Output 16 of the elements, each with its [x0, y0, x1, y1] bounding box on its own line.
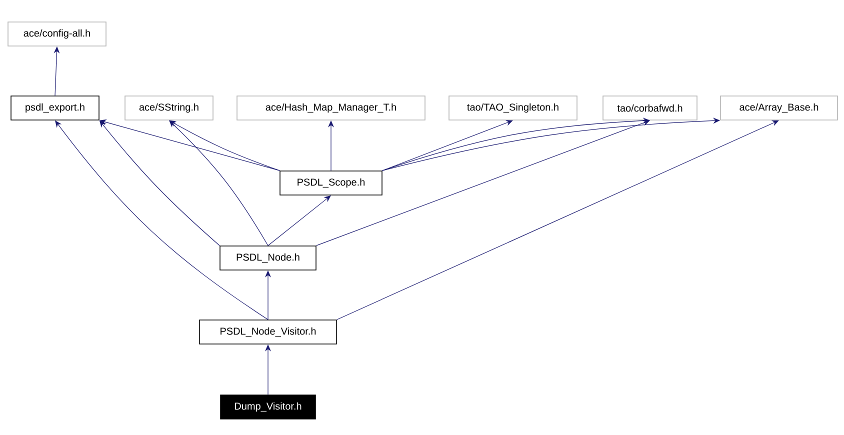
file-box: ace/config-all.h [8, 22, 106, 46]
arrow [382, 118, 650, 171]
file-box: tao/corbafwd.h [602, 96, 698, 120]
arrow [316, 120, 650, 246]
file-box: PSDL_Node.h [220, 246, 316, 270]
file-box: Dump_Visitor.h [220, 394, 316, 420]
arrow [336, 120, 779, 320]
file-box: psdl_export.h [10, 96, 100, 120]
arrow [169, 120, 280, 171]
file-box: PSDL_Scope.h [280, 170, 382, 196]
file-box: PSDL_Node_Visitor.h [199, 320, 337, 344]
arrow [382, 120, 513, 171]
file-box: ace/SString.h [124, 96, 214, 120]
file-box: tao/TAO_Singleton.h [448, 96, 578, 120]
file-box: ace/Hash_Map_Manager_T.h [236, 96, 426, 120]
file-box: ace/Array_Base.h [720, 96, 838, 120]
